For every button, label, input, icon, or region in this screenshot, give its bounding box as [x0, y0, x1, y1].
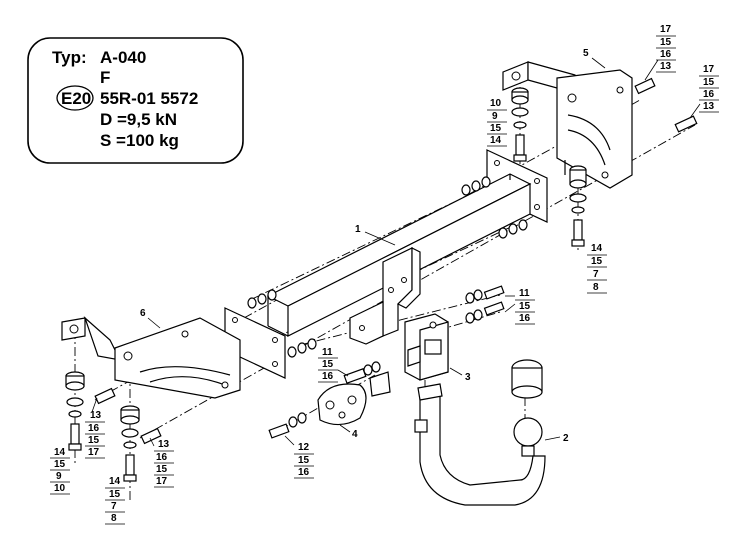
callout-value: 16: [298, 467, 310, 478]
callout-value: 16: [156, 452, 168, 463]
type-label: Typ:: [52, 48, 87, 67]
callout-value: 15: [54, 459, 66, 470]
d-value: D =9,5 kN: [100, 110, 177, 129]
callout-value: 17: [88, 447, 100, 458]
callout-value: 10: [490, 98, 502, 109]
callout-value: 15: [490, 123, 502, 134]
left-stack-a-hardware: [65, 371, 85, 451]
callout-value: 15: [591, 256, 603, 267]
class-value: F: [100, 68, 110, 87]
tow-ball: [513, 417, 543, 447]
callout-value: 14: [490, 135, 502, 146]
callout-value: 17: [156, 476, 168, 487]
callout-value: 9: [492, 111, 498, 122]
mid-bolts: [465, 285, 505, 324]
callout-value: 14: [591, 243, 603, 254]
label-socket: 3: [465, 372, 471, 383]
callout-value: 11: [519, 288, 530, 299]
bracket-left: [61, 316, 241, 399]
callout-value: 8: [111, 513, 117, 524]
callout-value: 13: [90, 410, 102, 421]
callout-upper-mid-stack: 10 9 15 14: [487, 98, 507, 147]
part-labels: 1 2 3 4 5 6: [140, 48, 606, 444]
callout-value: 15: [88, 435, 100, 446]
label-bracket-left: 6: [140, 308, 146, 319]
callout-value: 14: [54, 447, 66, 458]
electrical-plate: [268, 383, 367, 439]
callout-top-right-bolt-b: 17 15 16 13: [689, 64, 719, 119]
callout-value: 16: [519, 313, 531, 324]
callout-value: 15: [660, 37, 672, 48]
callout-value: 15: [703, 77, 715, 88]
callout-left-stack-b: 14 15 7 8: [105, 476, 125, 525]
callout-socket-bolts: 11 15 16: [318, 347, 349, 383]
approval-mark: E20: [61, 89, 91, 108]
type-value: A-040: [100, 48, 146, 67]
socket-bolts: [343, 361, 391, 397]
callout-value: 14: [109, 476, 121, 487]
callout-value: 16: [322, 371, 334, 382]
label-bracket-right: 5: [583, 48, 589, 59]
approval-number: 55R-01 5572: [100, 89, 198, 108]
approval-mark-circle: [56, 85, 94, 111]
right-lower-stack-hardware: [569, 165, 587, 247]
callout-value: 17: [703, 64, 715, 75]
callout-value: 15: [298, 455, 310, 466]
label-ball: 2: [563, 433, 569, 444]
callout-value: 15: [322, 359, 334, 370]
label-plate: 4: [352, 429, 358, 440]
callout-value: 13: [660, 61, 672, 72]
callout-value: 10: [54, 483, 66, 494]
label-crossbar: 1: [355, 224, 361, 235]
callout-value: 15: [109, 489, 121, 500]
callout-value: 13: [158, 439, 170, 450]
left-bracket-bolts: [94, 387, 162, 445]
callout-value: 9: [56, 471, 62, 482]
callout-plate-bolt: 12 15 16: [284, 435, 314, 479]
callout-left-bolt-b: 13 16 15 17: [149, 437, 174, 488]
info-box-frame: [27, 37, 244, 164]
callout-value: 17: [660, 24, 672, 35]
callout-value: 11: [322, 347, 333, 358]
callout-value: 16: [703, 89, 715, 100]
neck-bar: [419, 391, 546, 506]
callout-top-right-bolt-a: 17 15 16 13: [644, 24, 676, 81]
callout-value: 16: [88, 423, 100, 434]
callout-value: 12: [298, 442, 310, 453]
bracket-right-bolts: [634, 77, 698, 133]
socket: [404, 313, 449, 381]
callout-left-bolt-a: 13 16 15 17: [85, 397, 105, 459]
ball-neck: [414, 359, 546, 506]
bracket-left-plate: [114, 317, 241, 399]
upper-stack-hardware: [511, 87, 529, 162]
callout-right-lower-stack: 14 15 7 8: [587, 243, 607, 294]
s-value: S =100 kg: [100, 131, 179, 150]
crossbar-assembly: [224, 149, 548, 379]
callout-value: 8: [593, 282, 599, 293]
left-stack-b-hardware: [120, 405, 140, 482]
callout-left-stack-a: 14 15 9 10: [50, 447, 70, 495]
callout-mid-bolts: 11 15 16: [504, 288, 535, 325]
callout-value: 13: [703, 101, 715, 112]
crossbar-washers: [247, 176, 528, 358]
info-box: Typ: A-040 F E20 55R-01 5572 D =9,5 kN S…: [27, 37, 244, 164]
callout-value: 7: [111, 501, 117, 512]
bracket-right: [502, 61, 633, 189]
callout-value: 15: [519, 301, 531, 312]
callout-value: 7: [593, 269, 599, 280]
callout-value: 15: [156, 464, 168, 475]
callout-value: 16: [660, 49, 672, 60]
